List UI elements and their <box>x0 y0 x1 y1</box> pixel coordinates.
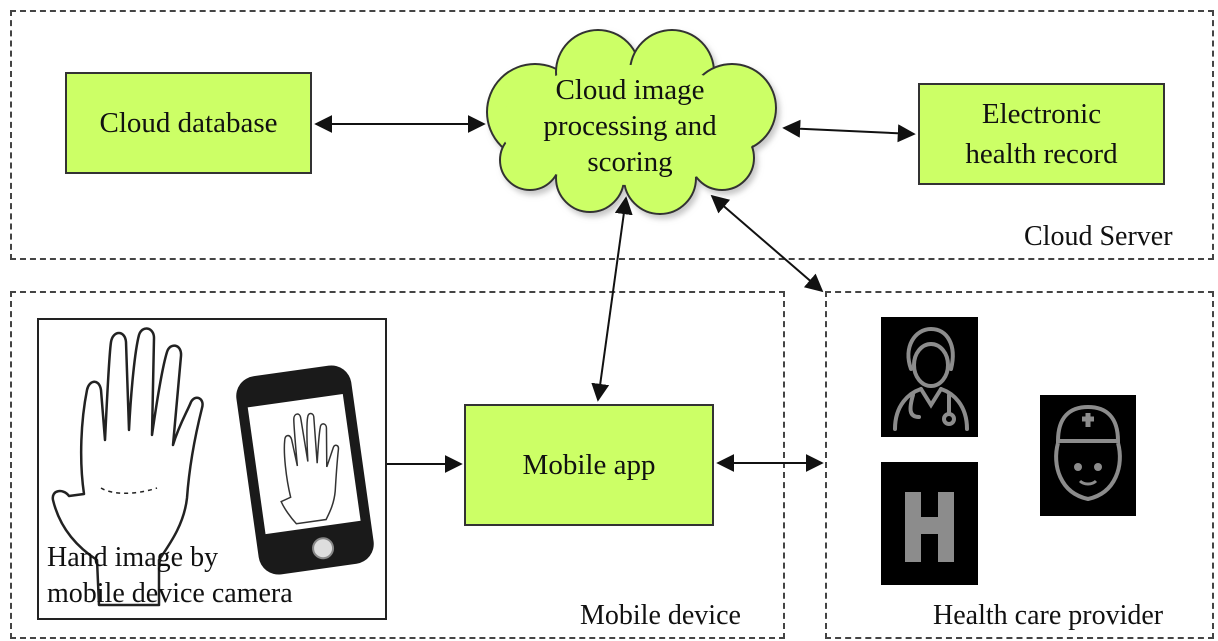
doctor-glyph <box>893 326 969 431</box>
ehr-label-line-1: Electronic <box>981 98 1102 130</box>
cloud-database-label: Cloud database <box>99 107 278 139</box>
arrow-cloud-mobile-app <box>591 196 633 402</box>
nurse-icon <box>1040 395 1136 516</box>
arrow-cloud-ehr <box>782 119 916 143</box>
doctor-icon <box>881 317 978 437</box>
mobile-app-box: Mobile app <box>464 404 714 526</box>
cloud-processing-text: Cloud image processing and scoring <box>543 74 717 178</box>
mobile-app-label: Mobile app <box>522 449 656 481</box>
mobile-device-label: Mobile device <box>580 600 741 631</box>
hospital-glyph <box>905 492 954 562</box>
hand-image-frame: Hand image by mobile device camera <box>37 318 387 620</box>
ehr-label-line-2: health record <box>965 138 1118 170</box>
hand-image-caption-line-2: mobile device camera <box>47 578 293 609</box>
cloud-processing-line-1: Cloud image <box>555 74 704 106</box>
health-care-provider-label: Health care provider <box>933 600 1164 631</box>
electronic-health-record-box: Electronic health record <box>918 83 1165 185</box>
health-care-provider-region <box>825 291 1214 639</box>
cloud-processing-shape <box>486 29 777 215</box>
smartphone-icon <box>236 365 374 575</box>
nurse-glyph <box>1054 404 1122 502</box>
hand-image-caption-line-1: Hand image by <box>47 542 218 573</box>
cloud-processing-line-2: processing and <box>543 110 717 142</box>
cloud-database-box: Cloud database <box>65 72 312 174</box>
cloud-processing-line-3: scoring <box>587 146 672 178</box>
hospital-icon <box>881 462 978 585</box>
cloud-server-label: Cloud Server <box>1024 221 1173 252</box>
arrow-cloud-provider <box>710 194 824 293</box>
hand-drawing-icon <box>51 327 204 607</box>
hand-and-phone-illustration: Hand image by mobile device camera <box>47 327 374 609</box>
hand-image-caption: Hand image by mobile device camera <box>47 542 293 609</box>
